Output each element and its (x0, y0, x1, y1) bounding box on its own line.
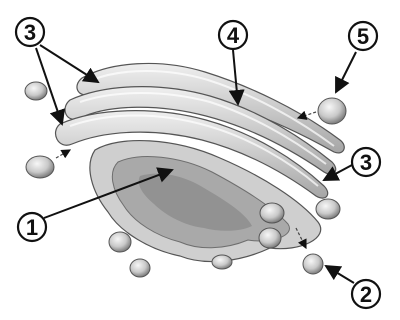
vesicle-right-bud (316, 199, 340, 219)
vesicle-lower-2 (130, 259, 150, 277)
label-2: 2 (352, 280, 380, 308)
label-3-left-text: 3 (24, 20, 36, 45)
label-3-left: 3 (16, 18, 44, 46)
vesicle-lower-1 (109, 232, 131, 252)
label-5: 5 (349, 22, 377, 50)
label-4-text: 4 (227, 23, 240, 48)
label-2-text: 2 (360, 282, 372, 307)
label-4: 4 (219, 21, 247, 49)
pointer-2 (326, 266, 354, 283)
label-3-right-text: 3 (360, 150, 372, 175)
vesicle-front-bottom (212, 255, 232, 269)
golgi-body (56, 63, 345, 261)
label-1-text: 1 (26, 215, 38, 240)
vesicle-upper-right (318, 98, 346, 124)
label-3-right: 3 (352, 148, 380, 176)
label-1: 1 (18, 213, 46, 241)
pointer-3-left-a (40, 45, 98, 82)
vesicle-left-top (25, 82, 47, 100)
vesicle-lower-3 (259, 228, 281, 248)
vesicle-right-bud-2 (260, 203, 284, 223)
pointer-5 (336, 52, 356, 92)
vesicle-lower-4 (303, 254, 323, 274)
vesicle-left-mid (26, 156, 54, 178)
label-5-text: 5 (357, 24, 369, 49)
motion-arrow-left (56, 150, 70, 158)
